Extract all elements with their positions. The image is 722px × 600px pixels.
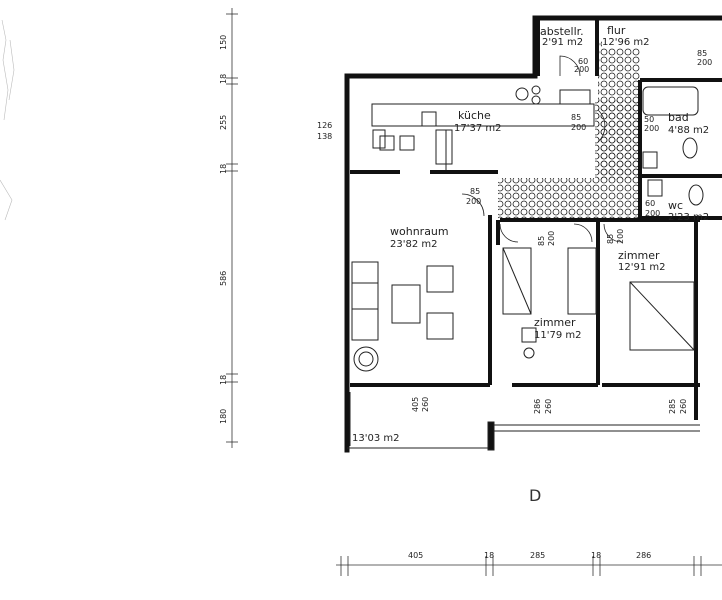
- door-label: 200: [574, 65, 590, 74]
- hall-tiles: [498, 40, 640, 220]
- dim-label: 18: [219, 374, 228, 385]
- door-label: 60: [578, 57, 589, 66]
- kueche-name: küche: [458, 109, 491, 122]
- vertical-dimension-line: [226, 8, 238, 448]
- door-label: 200: [616, 228, 625, 244]
- interior-walls: [350, 18, 722, 420]
- dim-label: 18: [219, 73, 228, 84]
- dim-label: 18: [484, 551, 495, 560]
- door-label: 85: [537, 235, 546, 246]
- flur-name: flur: [607, 24, 626, 37]
- balkon-area: 13'03 m2: [352, 433, 400, 444]
- window-label: 405: [411, 396, 420, 412]
- door-label: 85: [697, 49, 708, 58]
- door-label: 85: [571, 113, 582, 122]
- bottom-dimension-line: [336, 556, 722, 576]
- door-label: 85: [470, 187, 481, 196]
- balcony: [347, 392, 700, 451]
- door-label: 85: [606, 233, 615, 244]
- door-label: 200: [645, 209, 661, 218]
- window-label: 260: [544, 398, 553, 414]
- door-label: 200: [466, 197, 482, 206]
- window-label: 260: [421, 396, 430, 412]
- wohnraum-area: 23'82 m2: [390, 239, 438, 250]
- wc-area: 2'23 m2: [668, 212, 710, 223]
- zimmer1-name: zimmer: [618, 249, 660, 262]
- scan-smudge: [0, 19, 15, 221]
- dim-label: 180: [219, 408, 228, 424]
- door-label: 200: [697, 58, 713, 67]
- bad-name: bad: [668, 111, 689, 124]
- window-label: 260: [679, 398, 688, 414]
- kitchen-furniture: [371, 85, 595, 170]
- dim-label: 405: [408, 551, 424, 560]
- door-swings: [461, 55, 623, 243]
- exterior-walls: [344, 15, 722, 453]
- zimmer1-area: 12'91 m2: [618, 262, 666, 273]
- door-label: 200: [571, 123, 587, 132]
- sheet-letter: D: [529, 486, 542, 505]
- dim-label: 586: [219, 270, 228, 286]
- flur-area: 12'96 m2: [602, 37, 650, 48]
- dim-label: 150: [219, 34, 228, 50]
- door-label: 60: [645, 199, 656, 208]
- kueche-area: 17'37 m2: [454, 123, 502, 134]
- wohnraum-name: wohnraum: [390, 225, 449, 238]
- door-label: 200: [547, 230, 556, 246]
- abstell-area: 2'91 m2: [542, 37, 584, 48]
- window-label: 286: [533, 398, 542, 414]
- dim-label: 286: [636, 551, 652, 560]
- wc-name: wc: [668, 199, 684, 212]
- dim-label: 285: [530, 551, 546, 560]
- dim-label: 18: [591, 551, 602, 560]
- living-furniture: [351, 261, 454, 372]
- dim-label: 18: [219, 163, 228, 174]
- abstell-name: abstellr.: [540, 25, 584, 38]
- door-label: 50: [644, 115, 655, 124]
- bath-fixtures: [642, 86, 704, 206]
- door-label: 138: [317, 132, 333, 141]
- dim-label: 255: [219, 114, 228, 130]
- zimmer2-name: zimmer: [534, 316, 576, 329]
- door-label: 200: [644, 124, 660, 133]
- bedroom-furniture: [502, 247, 695, 359]
- zimmer2-area: 11'79 m2: [534, 330, 582, 341]
- bad-area: 4'88 m2: [668, 125, 710, 136]
- window-label: 285: [668, 398, 677, 414]
- door-label: 126: [317, 121, 333, 130]
